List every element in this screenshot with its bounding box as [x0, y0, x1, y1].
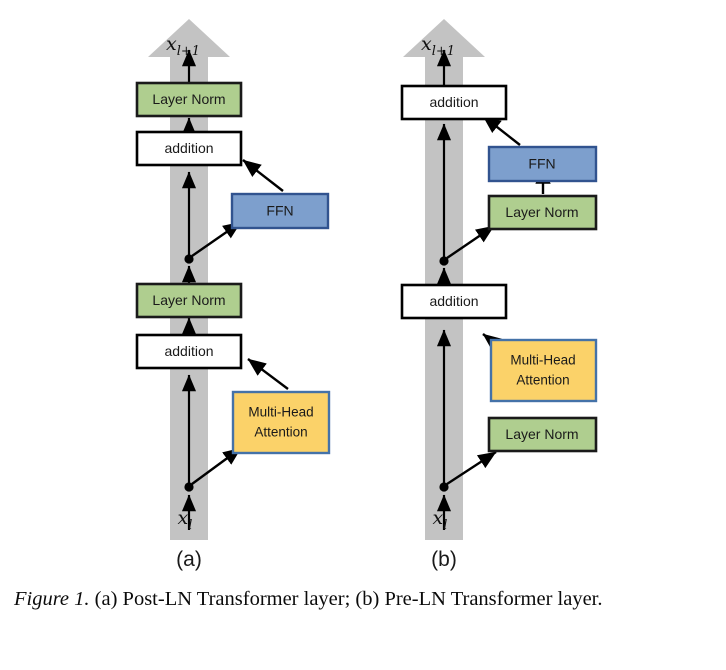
input-label-a: xl: [178, 507, 193, 533]
block-b-addition-bottom[interactable]: addition: [400, 283, 508, 320]
panel-label-a: (a): [176, 548, 202, 571]
block-a-layer-norm-top-label: Layer Norm: [152, 91, 225, 107]
figure-number: Figure 1.: [14, 588, 90, 610]
svg-text:xl: xl: [433, 507, 448, 533]
block-a-layer-norm-bottom-label: Layer Norm: [152, 292, 225, 308]
svg-text:xl+1: xl+1: [166, 33, 200, 59]
block-b-attention-label-line2: Attention: [516, 373, 569, 388]
connector-a-attention-to-addition: [247, 358, 289, 390]
block-b-layer-norm-top[interactable]: Layer Norm: [487, 194, 598, 231]
block-a-layer-norm-bottom[interactable]: Layer Norm: [135, 282, 243, 319]
block-a-attention-label-line2: Attention: [254, 425, 307, 440]
connector-b-to-layer-norm-bottom: [446, 450, 497, 486]
block-b-layer-norm-bottom-label: Layer Norm: [505, 426, 578, 442]
transformer-architecture-diagram: Layer Norm addition FFN Layer Norm addit…: [135, 19, 598, 571]
input-sub-b: l: [443, 518, 447, 533]
block-a-attention-label-line1: Multi-Head: [248, 405, 313, 420]
connector-b-to-layer-norm-top: [446, 225, 495, 259]
block-b-ffn[interactable]: FFN: [487, 145, 598, 183]
block-b-layer-norm-bottom[interactable]: Layer Norm: [487, 416, 598, 453]
connector-a-ffn-to-addition: [242, 159, 284, 192]
input-label-b: xl: [433, 507, 448, 533]
figure-caption-text: (a) Post-LN Transformer layer; (b) Pre-L…: [89, 588, 603, 610]
block-b-addition-bottom-label: addition: [429, 293, 478, 309]
panel-b: addition FFN Layer Norm addition Multi-H…: [400, 19, 598, 571]
block-a-addition-bottom-label: addition: [164, 343, 213, 359]
block-b-layer-norm-top-label: Layer Norm: [505, 204, 578, 220]
block-a-ffn-label: FFN: [266, 203, 293, 219]
block-b-attention[interactable]: Multi-Head Attention: [489, 338, 598, 403]
block-a-attention[interactable]: Multi-Head Attention: [231, 390, 331, 455]
block-a-addition-top[interactable]: addition: [135, 130, 243, 167]
input-var-a: x: [178, 507, 189, 529]
branch-node-b-bottom: [439, 482, 449, 492]
branch-node-b-top: [439, 256, 449, 266]
branch-node-a-bottom: [184, 482, 194, 492]
svg-text:xl: xl: [178, 507, 193, 533]
block-b-addition-top[interactable]: addition: [400, 84, 508, 121]
block-a-addition-bottom[interactable]: addition: [135, 333, 243, 370]
output-sub-a: l+1: [177, 44, 200, 59]
block-a-ffn[interactable]: FFN: [230, 192, 330, 230]
output-label-a: xl+1: [166, 33, 200, 59]
block-b-ffn-label: FFN: [528, 156, 555, 172]
output-label-b: xl+1: [421, 33, 455, 59]
input-sub-a: l: [188, 518, 192, 533]
figure-caption: Figure 1. (a) Post-LN Transformer layer;…: [14, 586, 714, 613]
block-a-layer-norm-top[interactable]: Layer Norm: [135, 81, 243, 118]
panel-a: Layer Norm addition FFN Layer Norm addit…: [135, 19, 331, 571]
output-var-a: x: [166, 33, 177, 55]
branch-node-a-top: [184, 254, 194, 264]
svg-text:xl+1: xl+1: [421, 33, 455, 59]
block-b-addition-top-label: addition: [429, 94, 478, 110]
block-b-attention-label-line1: Multi-Head: [510, 353, 575, 368]
panel-label-b: (b): [431, 548, 457, 571]
connector-b-ffn-to-addition: [482, 115, 521, 146]
block-a-addition-top-label: addition: [164, 140, 213, 156]
output-sub-b: l+1: [432, 44, 455, 59]
output-var-b: x: [421, 33, 432, 55]
input-var-b: x: [433, 507, 444, 529]
